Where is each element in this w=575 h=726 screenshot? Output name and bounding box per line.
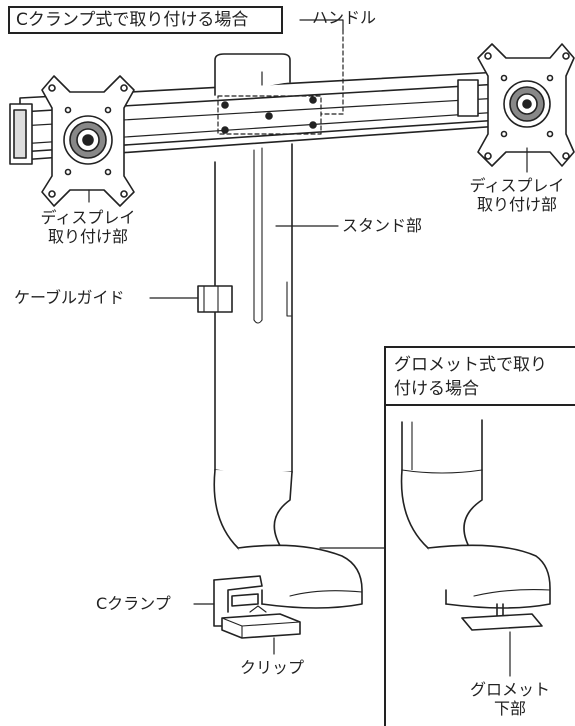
label-handle: ハンドル	[312, 8, 377, 27]
label-grommet-bottom-line2: 下部	[493, 699, 526, 718]
label-display-mount-left-line2: 取り付け部	[47, 227, 128, 246]
stand-base	[213, 469, 385, 609]
cable-guide	[149, 285, 233, 313]
label-display-mount-right-line2: 取り付け部	[476, 195, 557, 214]
grommet-inset-title-line2: 付ける場合	[394, 379, 479, 399]
grommet-inset-frame	[384, 346, 575, 726]
page-title: Cクランプ式で取り付ける場合	[8, 6, 283, 34]
grommet-inset-title: グロメット式で取り 付ける場合	[386, 348, 575, 406]
label-display-mount-right: ディスプレイ 取り付け部	[462, 176, 572, 214]
crossbar	[9, 71, 501, 165]
grommet-inset-drawing	[400, 419, 551, 677]
label-display-mount-left-line1: ディスプレイ	[40, 208, 136, 227]
label-clip: クリップ	[240, 658, 305, 677]
handle	[217, 19, 344, 135]
label-stand: スタンド部	[342, 216, 423, 235]
right-vesa-plate	[477, 43, 575, 173]
left-vesa-plate	[41, 75, 135, 207]
label-display-mount-right-line1: ディスプレイ	[469, 176, 565, 195]
grommet-inset-title-line1: グロメット式で取り	[394, 355, 547, 375]
label-grommet-bottom-line1: グロメット	[469, 680, 550, 699]
label-c-clamp: Cクランプ	[96, 594, 171, 613]
stand-pole	[214, 143, 339, 475]
label-grommet-bottom: グロメット 下部	[454, 680, 566, 718]
pole-top	[214, 53, 291, 96]
clip	[221, 605, 301, 655]
label-display-mount-left: ディスプレイ 取り付け部	[20, 208, 156, 246]
label-cable-guide: ケーブルガイド	[14, 288, 125, 307]
